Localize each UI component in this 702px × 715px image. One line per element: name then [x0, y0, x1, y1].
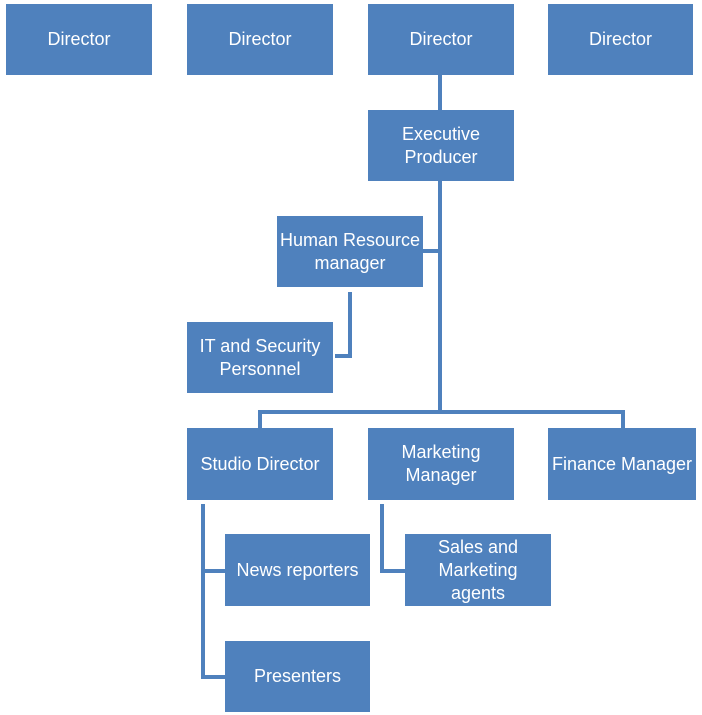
- human-resource-manager-box: Human Resource manager: [277, 216, 423, 287]
- finance-manager-box: Finance Manager: [548, 428, 696, 500]
- director-box-1: Director: [6, 4, 152, 75]
- news-reporters-box: News reporters: [225, 534, 370, 606]
- it-security-personnel-box: IT and Security Personnel: [187, 322, 333, 393]
- hr-to-it-line: [335, 292, 352, 358]
- executive-producer-box: Executive Producer: [368, 110, 514, 181]
- director-box-3: Director: [368, 4, 514, 75]
- department-bus-line: [258, 410, 625, 428]
- director-box-4: Director: [548, 4, 693, 75]
- sales-marketing-agents-box: Sales and Marketing agents: [405, 534, 551, 606]
- studio-to-reporters-presenters-line: [201, 504, 225, 679]
- director-box-2: Director: [187, 4, 333, 75]
- marketing-manager-box: Marketing Manager: [368, 428, 514, 500]
- presenters-box: Presenters: [225, 641, 370, 712]
- studio-director-box: Studio Director: [187, 428, 333, 500]
- marketing-to-sales-line: [380, 504, 405, 573]
